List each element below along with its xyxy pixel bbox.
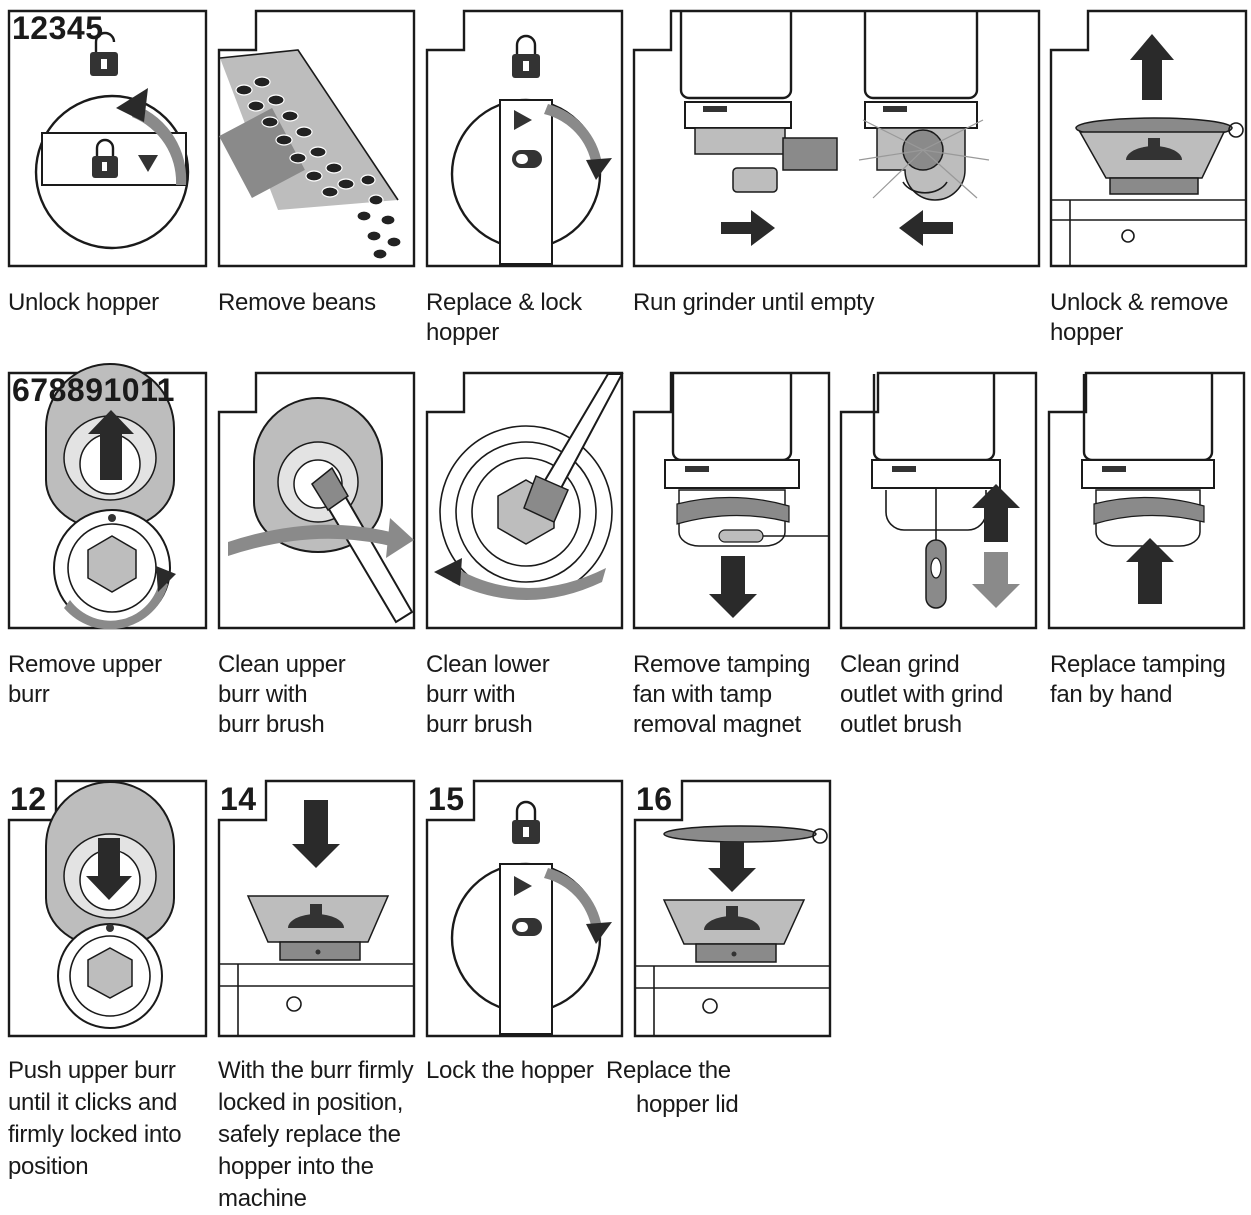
step-3-replace-lock-panel [425, 9, 624, 268]
step-15-caption: Lock the hopper [426, 1057, 594, 1084]
step-11-caption: Replace tamping fan by hand [1050, 651, 1226, 708]
step-6-remove-upper-burr-panel [7, 363, 208, 630]
rotate-arrow-icon [64, 566, 176, 630]
step-2-remove-beans-panel [217, 9, 416, 268]
left-arrow-icon [899, 210, 953, 246]
step-16-caption: Replace the [606, 1057, 731, 1084]
step-4-caption: Run grinder until empty [633, 289, 875, 316]
step-6-number: 678891011 [12, 372, 175, 408]
step-11-replace-tamping-fan-panel [1047, 371, 1246, 630]
step-4-run-grinder-panel [632, 9, 1041, 268]
step-14-number: 14 [220, 781, 257, 817]
step-10-caption: Clean grind outlet with grind outlet bru… [840, 651, 1003, 738]
step-7-clean-upper-burr-panel [217, 371, 416, 630]
step-7-caption: Clean upper burr with burr brush [218, 651, 346, 738]
unlock-icon [90, 31, 118, 76]
step-12-caption: Push upper burr until it clicks and firm… [8, 1057, 182, 1180]
step-5-remove-hopper-panel [1049, 9, 1248, 268]
down-arrow-icon [708, 842, 756, 892]
step-1-caption: Unlock hopper [8, 289, 159, 316]
coffee-bean-icon [235, 76, 402, 260]
rotate-arrow-icon [228, 518, 414, 558]
step-12-push-upper-burr-panel [7, 779, 208, 1038]
step-5-caption: Unlock & remove hopper [1050, 289, 1229, 346]
step-9-remove-tamping-fan-panel [632, 371, 831, 630]
step-16-caption-continued: hopper lid [636, 1091, 739, 1118]
step-15-lock-hopper-panel [425, 779, 624, 1038]
step-14-replace-hopper-panel [217, 779, 416, 1038]
up-down-arrow-icon [972, 484, 1020, 608]
up-arrow-icon [1126, 538, 1174, 604]
lock-icon [512, 800, 540, 844]
lock-icon [92, 138, 118, 178]
rotate-arrow-icon [544, 104, 612, 180]
rotate-arrow-icon [544, 868, 612, 944]
rotate-arrow-icon [116, 88, 187, 185]
step-16-replace-lid-panel [633, 779, 832, 1038]
step-1-unlock-hopper-panel [7, 9, 208, 268]
step-8-clean-lower-burr-panel [425, 371, 624, 630]
lock-icon [512, 34, 540, 78]
step-15-number: 15 [428, 781, 465, 817]
step-6-caption: Remove upper burr [8, 651, 162, 708]
right-arrow-icon [721, 210, 775, 246]
step-8-caption: Clean lower burr with burr brush [426, 651, 550, 738]
down-arrow-icon [292, 800, 340, 868]
up-arrow-icon [1130, 34, 1174, 100]
up-arrow-icon [88, 410, 134, 480]
step-16-number: 16 [636, 781, 673, 817]
step-3-caption: Replace & lock hopper [426, 289, 582, 346]
down-arrow-icon [709, 556, 757, 618]
burr-brush-icon [523, 373, 624, 524]
rotate-arrow-icon [434, 558, 606, 600]
step-9-caption: Remove tamping fan with tamp removal mag… [633, 651, 811, 738]
down-arrow-icon [86, 838, 132, 900]
grind-outlet-brush-icon [925, 539, 947, 609]
step-2-caption: Remove beans [218, 289, 376, 316]
step-14-caption: With the burr firmly locked in position,… [218, 1057, 414, 1212]
step-10-clean-grind-outlet-panel [839, 371, 1038, 630]
step-12-number: 12 [10, 781, 47, 817]
step-1-number: 12345 [12, 10, 104, 46]
burr-brush-icon [311, 466, 414, 624]
